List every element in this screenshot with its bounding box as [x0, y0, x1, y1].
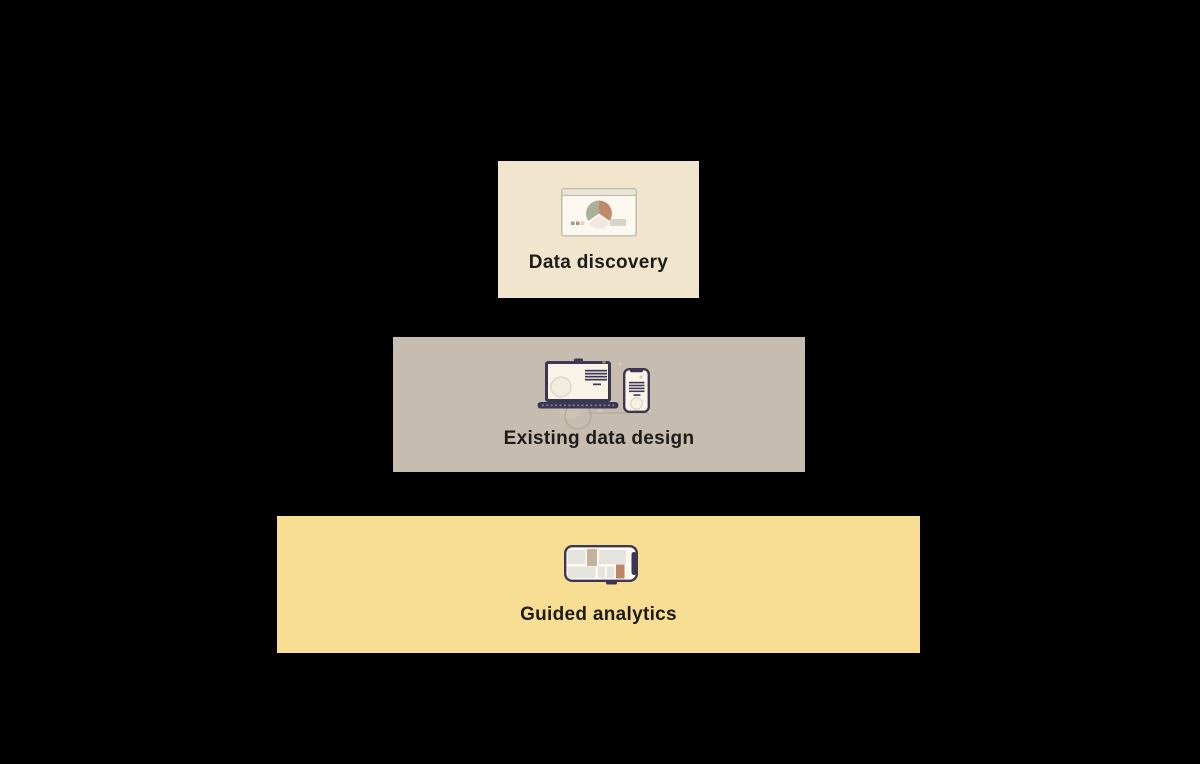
laptop-and-phone-icon [537, 354, 661, 434]
panel-label-data-discovery: Data discovery [528, 252, 669, 273]
panel-existing-data-design: Existing data design [393, 337, 805, 472]
panel-label-existing-data-design: Existing data design [503, 428, 695, 449]
laptop-and-phone-svg [537, 358, 651, 430]
panel-guided-analytics: Guided analytics [277, 516, 920, 653]
panel-label-guided-analytics: Guided analytics [520, 604, 677, 625]
pie-chart-window-svg [560, 188, 637, 237]
panel-data-discovery: Data discovery [498, 161, 699, 298]
tablet-dashboard-svg [563, 544, 638, 585]
tablet-dashboard-icon [559, 542, 641, 588]
pie-chart-window-icon [560, 188, 637, 237]
